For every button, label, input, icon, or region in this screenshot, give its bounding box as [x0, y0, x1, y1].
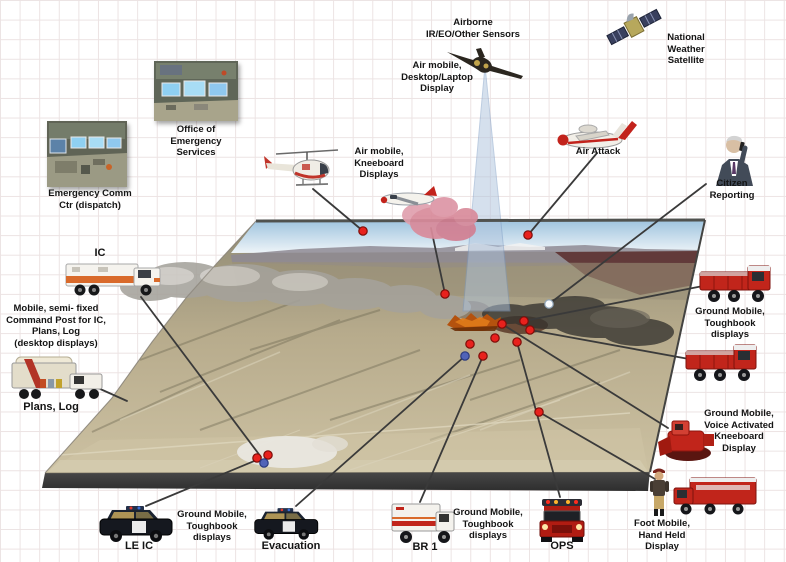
weather-satellite-icon	[606, 8, 662, 46]
fire-engine-icon	[699, 265, 771, 302]
fire-engine-icon	[685, 344, 757, 381]
sensor-beam-cone	[462, 65, 511, 312]
ic-command-truck-icon	[65, 263, 161, 296]
citizen-icon	[716, 135, 753, 186]
wildfire-flames	[447, 313, 501, 331]
helicopter-icon	[264, 149, 339, 186]
police-suv-icon	[254, 508, 319, 540]
slab-front-face	[42, 470, 650, 491]
ops-truck-icon	[539, 499, 585, 542]
fire-crew-truck-icon	[673, 477, 757, 515]
fire-dozer-icon	[658, 420, 714, 461]
air-attack-plane-icon	[557, 121, 637, 149]
retardant-plume	[402, 197, 478, 241]
air-tanker-icon	[380, 186, 478, 241]
office-emergency-services-photo	[154, 61, 238, 121]
emergency-comm-ctr-photo	[47, 121, 127, 187]
firefighter-icon	[650, 468, 669, 516]
sensor-aircraft-icon	[447, 48, 523, 79]
plans-log-trailer-icon	[11, 356, 103, 399]
ambulance-icon	[391, 503, 455, 543]
police-suv-icon	[99, 506, 173, 542]
